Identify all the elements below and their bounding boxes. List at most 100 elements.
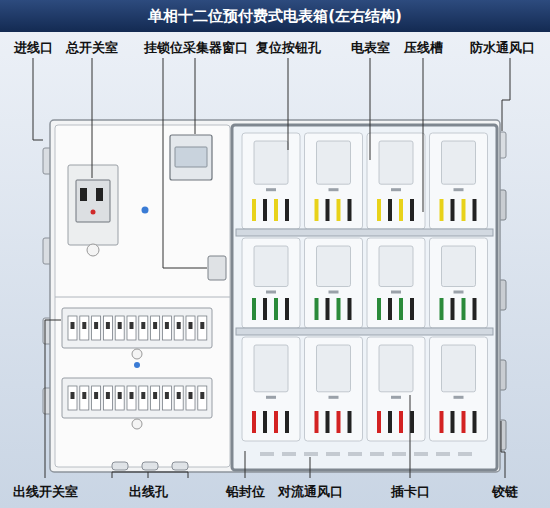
wire <box>252 411 256 433</box>
screw <box>132 349 142 359</box>
callout-label: 总开关室 <box>65 40 119 56</box>
breaker-toggle <box>189 322 193 329</box>
card-slot <box>454 396 464 399</box>
breaker-toggle <box>82 322 86 329</box>
wire <box>263 298 267 320</box>
wire <box>263 411 267 433</box>
outlet-hole <box>112 462 128 470</box>
meter-compartment <box>367 133 425 229</box>
meter-compartment <box>242 337 300 441</box>
callout-label: 出线孔 <box>128 484 169 500</box>
breaker-toggle <box>82 392 86 399</box>
leader-line <box>370 58 371 160</box>
wire <box>337 298 341 320</box>
wire <box>388 411 392 433</box>
meter-compartment <box>305 238 363 328</box>
small-breaker <box>186 386 195 410</box>
leader-line <box>502 58 510 131</box>
callout-label: 对流通风口 <box>277 484 344 500</box>
card-slot <box>329 188 339 191</box>
meter-compartment <box>430 133 488 229</box>
card-slot <box>329 396 339 399</box>
wire <box>315 411 319 433</box>
vent-slot <box>436 452 450 456</box>
leader-line <box>112 472 188 478</box>
small-breaker <box>127 316 136 340</box>
main-breaker <box>76 180 110 222</box>
collector-window <box>170 135 212 180</box>
callout-label: 采集器窗口 <box>182 40 249 56</box>
small-breaker <box>162 386 171 410</box>
breaker-toggle <box>106 322 110 329</box>
small-breaker <box>92 386 101 410</box>
breaker-toggle <box>141 392 145 399</box>
leader-line <box>45 320 61 478</box>
meter-compartment <box>367 238 425 328</box>
indicator <box>91 210 96 215</box>
wire <box>410 298 414 320</box>
card-slot <box>329 291 339 294</box>
wire <box>451 199 455 221</box>
breaker-toggle <box>141 322 145 329</box>
leader-line <box>33 58 43 140</box>
wire <box>377 411 381 433</box>
small-breaker <box>115 316 124 340</box>
small-breaker <box>151 316 160 340</box>
small-breaker <box>151 386 160 410</box>
wire <box>388 298 392 320</box>
vent-slot <box>326 452 340 456</box>
callout-label: 出线开关室 <box>12 484 79 500</box>
meter-compartment <box>430 337 488 441</box>
meter-outline <box>254 345 288 392</box>
leader-line <box>92 58 93 178</box>
leader-line <box>245 451 246 478</box>
small-breaker <box>80 316 89 340</box>
meter-outline <box>317 246 351 287</box>
wire <box>326 298 330 320</box>
leader-line <box>148 472 149 478</box>
wire <box>285 199 289 221</box>
wire <box>451 411 455 433</box>
small-breaker <box>174 316 183 340</box>
meter-compartment <box>305 337 363 441</box>
vent-slot <box>260 452 274 456</box>
vent-slot <box>282 452 296 456</box>
card-slot <box>266 291 276 294</box>
small-breaker <box>186 316 195 340</box>
meter-outline <box>379 246 413 287</box>
indicator <box>134 362 140 368</box>
wire <box>440 298 444 320</box>
wire <box>399 411 403 433</box>
wire <box>377 298 381 320</box>
small-breaker <box>198 386 207 410</box>
breaker-toggle <box>130 322 134 329</box>
wire <box>252 298 256 320</box>
wire <box>326 199 330 221</box>
meter-outline <box>379 345 413 392</box>
wire <box>348 298 352 320</box>
wire <box>252 199 256 221</box>
small-breaker <box>68 316 77 340</box>
small-breaker <box>115 386 124 410</box>
screw <box>87 244 99 256</box>
meter-outline <box>379 141 413 184</box>
callout-label: 防水通风口 <box>469 40 536 56</box>
main-switch-room <box>68 165 118 245</box>
left-panel <box>55 125 230 467</box>
leader-line <box>501 421 505 478</box>
wire <box>462 199 466 221</box>
meter-outline <box>442 141 476 184</box>
panel-divider <box>55 297 230 298</box>
outlet-hole <box>142 462 158 470</box>
reset-hole <box>142 207 149 214</box>
wire <box>274 298 278 320</box>
breaker-toggle <box>153 392 157 399</box>
breaker-toggle <box>165 322 169 329</box>
wire <box>473 298 477 320</box>
card-slot <box>391 291 401 294</box>
callout-label: 电表室 <box>350 40 391 56</box>
wire <box>285 298 289 320</box>
breaker-toggle <box>130 392 134 399</box>
wire <box>410 411 414 433</box>
meter-compartment <box>305 133 363 229</box>
